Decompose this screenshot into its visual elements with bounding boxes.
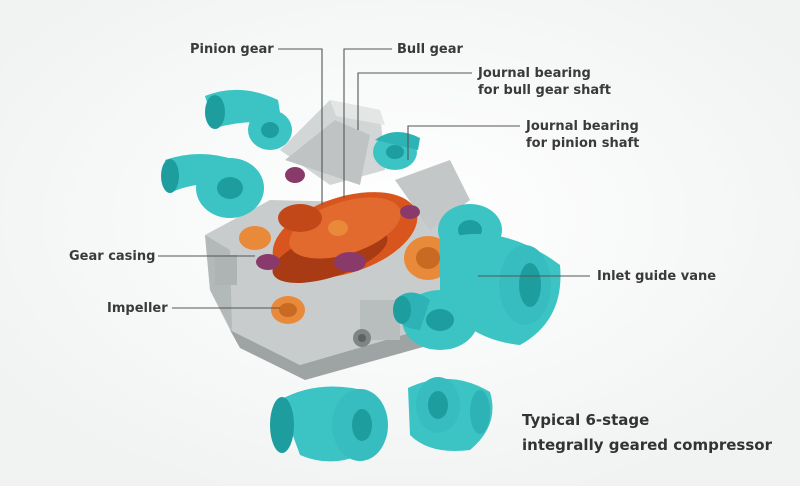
leader-lines — [158, 48, 590, 309]
leader-pinion-gear — [278, 48, 323, 205]
label-journal-pinion-line1: Journal bearing — [526, 119, 639, 134]
label-journal-bull-line2: for bull gear shaft — [478, 83, 611, 98]
volute-middle-left — [161, 154, 264, 218]
volute-bottom-right — [408, 377, 493, 451]
label-journal-bull-line1: Journal bearing — [478, 66, 591, 81]
caption-line2: integrally geared compressor — [522, 436, 772, 454]
volute-right-cluster — [393, 204, 561, 350]
label-gear-casing: Gear casing — [69, 249, 156, 264]
volute-upper-left — [205, 89, 292, 150]
journal-bearings-part — [256, 167, 420, 272]
label-bull-gear: Bull gear — [397, 42, 463, 57]
label-pinion-gear: Pinion gear — [190, 42, 274, 57]
volute-bottom-left — [270, 386, 388, 462]
label-impeller: Impeller — [107, 301, 168, 316]
label-inlet-guide-vane: Inlet guide vane — [597, 269, 717, 284]
leader-journal-bull — [357, 72, 472, 130]
leader-bull-gear — [343, 48, 392, 198]
leader-journal-pinion — [407, 125, 520, 160]
bull-gear-part — [272, 192, 418, 283]
caption-line1: Typical 6-stage — [522, 411, 650, 429]
volute-upper-right — [373, 131, 420, 170]
label-journal-pinion-line2: for pinion shaft — [526, 136, 640, 151]
